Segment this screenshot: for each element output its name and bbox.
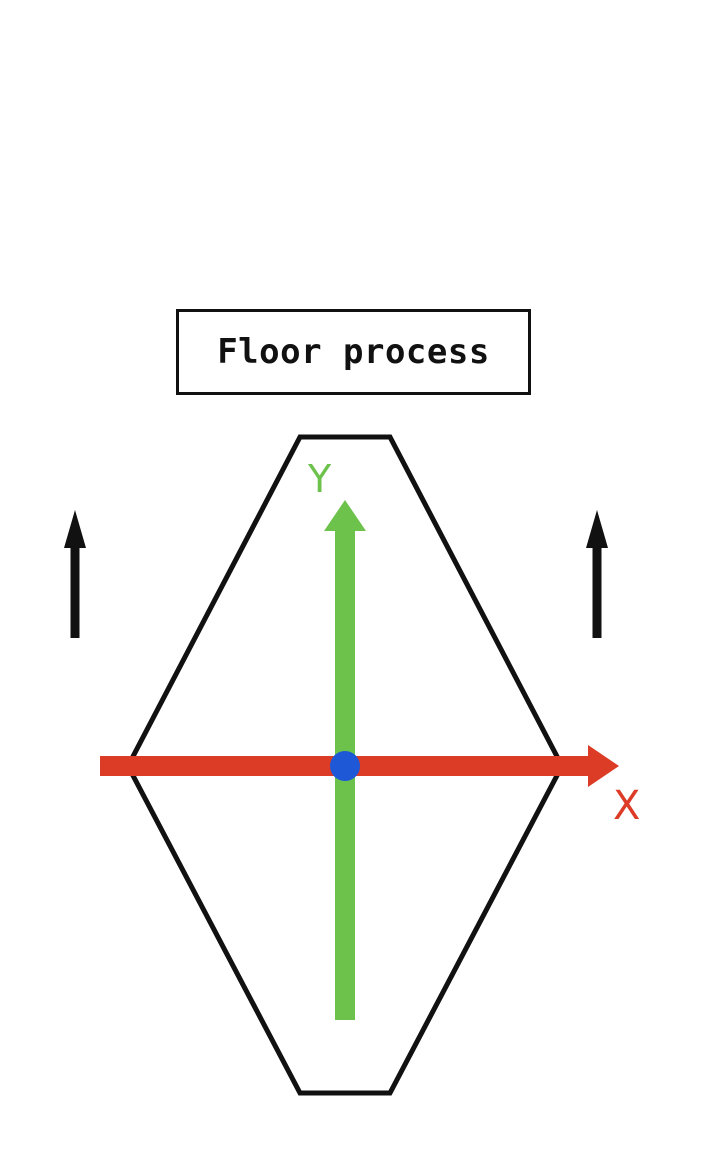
title-box: Floor process [176, 309, 531, 395]
x-axis-label: X [613, 783, 641, 829]
y-axis-label: Y [308, 457, 332, 501]
origin-point [330, 751, 360, 781]
left-up-arrow-icon [64, 510, 86, 638]
diagram-title: Floor process [217, 332, 490, 372]
right-up-arrow-icon [586, 510, 608, 638]
